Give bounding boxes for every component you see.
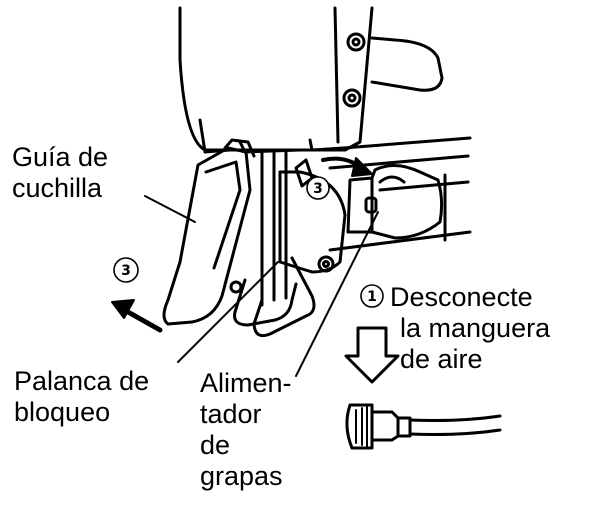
label-blade-guide-line-1: Guía de: [12, 142, 108, 173]
step-marker-disconnect: 1: [361, 285, 383, 307]
magazine-rail-3: [380, 182, 468, 190]
svg-text:3: 3: [313, 181, 323, 197]
hose-coupler: [347, 405, 372, 448]
callout-blade-guide: [145, 196, 195, 222]
body-bottom-ledge: [200, 120, 345, 152]
magazine-rail-top: [318, 138, 470, 150]
hose-fitting: [372, 412, 398, 440]
nose-screw-inner: [324, 262, 329, 267]
label-staple-feeder-line-3: de: [200, 430, 292, 461]
label-disconnect-hose: Desconecte la manguera de aire: [390, 282, 550, 375]
label-blade-guide-line-2: cuchilla: [12, 173, 108, 204]
label-lock-lever: Palanca de bloqueo: [14, 366, 149, 428]
label-staple-feeder: Alimen- tador de grapas: [200, 368, 292, 492]
blade-guide-screw: [231, 282, 241, 292]
release-arrow-upper-head: [352, 158, 372, 176]
hose-tube: [410, 416, 500, 435]
screw-lower-inner: [349, 95, 355, 101]
magazine-rail-bottom: [330, 232, 470, 250]
label-disconnect-hose-line-1: Desconecte: [390, 282, 550, 313]
handle: [372, 38, 442, 90]
label-staple-feeder-line-2: tador: [200, 399, 292, 430]
svg-text:3: 3: [121, 263, 131, 279]
label-disconnect-hose-line-2: la manguera: [390, 313, 550, 344]
tool-body: [180, 8, 372, 150]
svg-text:1: 1: [367, 289, 377, 305]
hose-fitting-nut: [398, 418, 410, 436]
tool-body-right-edge: [335, 8, 338, 142]
label-blade-guide: Guía de cuchilla: [12, 142, 108, 204]
screw-lower: [344, 90, 360, 106]
label-disconnect-hose-line-3: de aire: [390, 344, 550, 375]
feeder-block: [372, 165, 442, 238]
step-marker-release-upper: 3: [307, 177, 329, 199]
screw-upper-inner: [353, 39, 359, 45]
screw-upper: [348, 34, 364, 50]
feeder-knob: [380, 177, 404, 182]
label-lock-lever-line-1: Palanca de: [14, 366, 149, 397]
feeder-front: [348, 178, 372, 232]
release-arrow-left-shaft: [128, 312, 160, 330]
step-marker-release-left: 3: [114, 258, 138, 282]
label-staple-feeder-line-4: grapas: [200, 461, 292, 492]
label-lock-lever-line-2: bloqueo: [14, 397, 149, 428]
label-staple-feeder-line-1: Alimen-: [200, 368, 292, 399]
